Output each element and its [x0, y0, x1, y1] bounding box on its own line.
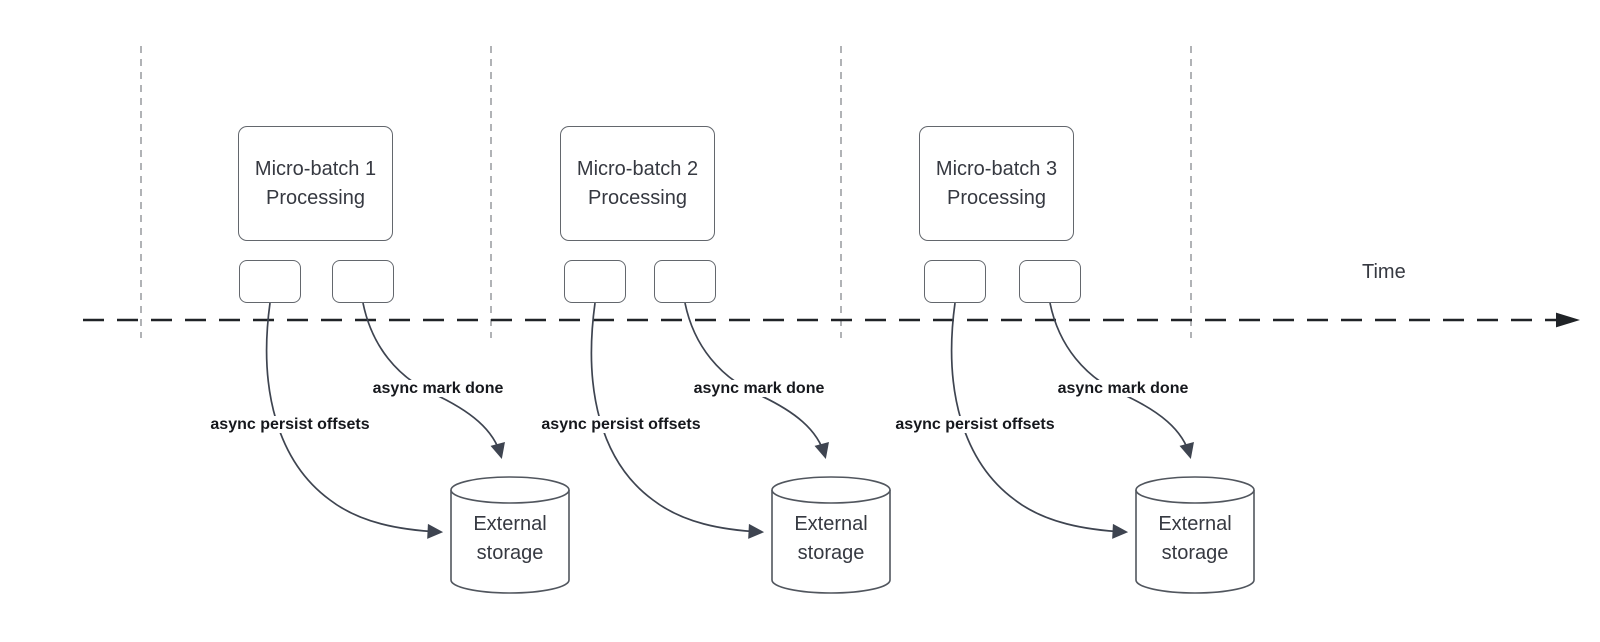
- persist-offsets-arrow-1: [265, 302, 444, 539]
- external-storage-label-2: External storage: [794, 513, 868, 564]
- microbatch-1-subtitle: Processing: [266, 186, 365, 209]
- persist-offsets-arrow-2: [590, 302, 765, 539]
- mark-done-label-1: async mark done: [369, 380, 507, 397]
- time-axis-arrowhead-icon: [1556, 312, 1580, 328]
- persist-offsets-label-2: async persist offsets: [538, 416, 704, 433]
- microbatch-2-title: Micro-batch 2: [576, 157, 699, 180]
- microbatch-3-processing-box: Micro-batch 3 Processing: [919, 126, 1074, 241]
- mark-done-label-3: async mark done: [1054, 380, 1192, 397]
- mark-done-label-2: async mark done: [690, 380, 828, 397]
- commit-task-box-1: [332, 260, 394, 303]
- persist-offsets-label-3: async persist offsets: [892, 416, 1058, 433]
- external-storage-cylinder-3: [1135, 476, 1255, 594]
- commit-task-box-2: [654, 260, 716, 303]
- microbatch-2-subtitle: Processing: [588, 186, 687, 209]
- microbatch-3-subtitle: Processing: [947, 186, 1046, 209]
- persist-offsets-arrow-3: [950, 302, 1129, 539]
- persist-offsets-label-1: async persist offsets: [207, 416, 373, 433]
- offset-task-box-3: [924, 260, 986, 303]
- time-axis: [83, 312, 1580, 328]
- external-storage-cylinder-1: [450, 476, 570, 594]
- external-storage-label-3: External storage: [1158, 513, 1232, 564]
- external-storage-cylinder-2: [771, 476, 891, 594]
- microbatch-3-title: Micro-batch 3: [935, 157, 1058, 180]
- commit-task-box-3: [1019, 260, 1081, 303]
- microbatch-2-processing-box: Micro-batch 2 Processing: [560, 126, 715, 241]
- batch-boundary-gridlines: [140, 46, 1192, 338]
- microbatch-1-title: Micro-batch 1: [254, 157, 377, 180]
- offset-task-box-1: [239, 260, 301, 303]
- storage-cylinders: [450, 476, 1255, 594]
- offset-task-box-2: [564, 260, 626, 303]
- time-axis-label: Time: [1362, 261, 1406, 283]
- external-storage-label-1: External storage: [473, 513, 547, 564]
- microbatch-1-processing-box: Micro-batch 1 Processing: [238, 126, 393, 241]
